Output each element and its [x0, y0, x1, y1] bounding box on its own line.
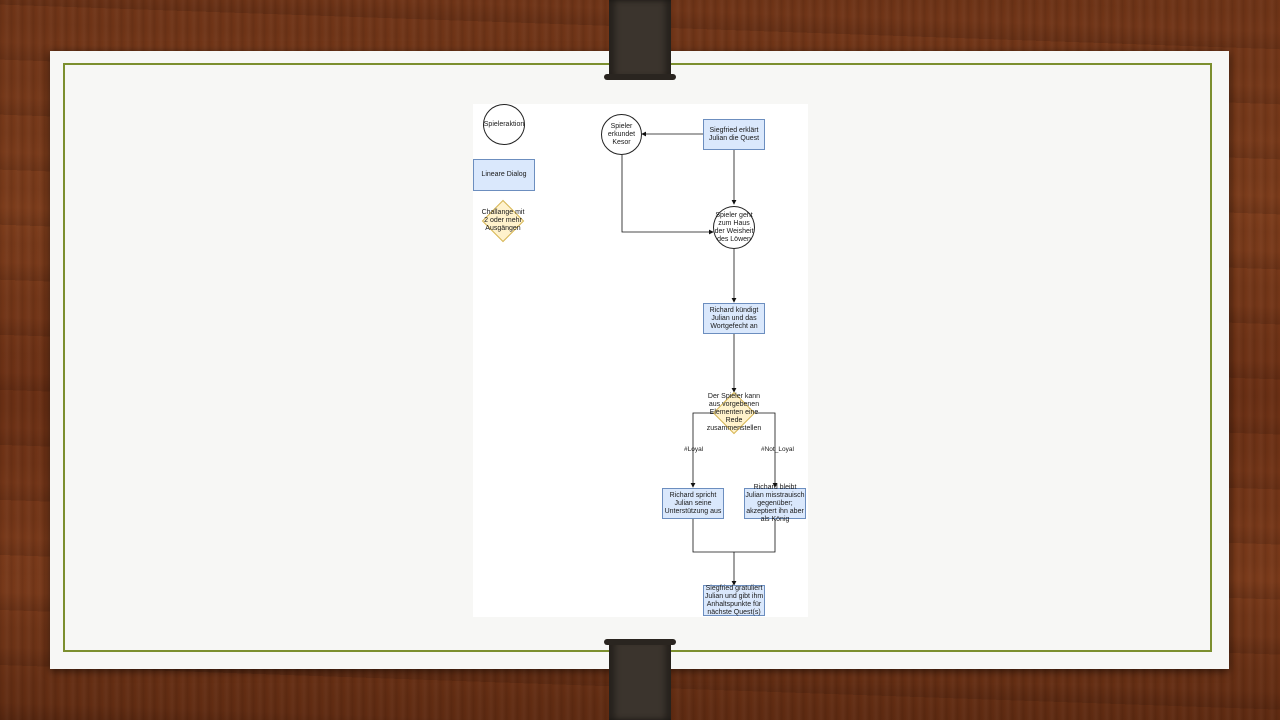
flowchart-image: Spieleraktion Lineare Dialog Challange m…: [473, 104, 808, 617]
edge-suspicious-merge: [734, 519, 776, 553]
legend-player-action-circle: Spieleraktion: [483, 104, 525, 145]
edge-explore-to-goes: [621, 155, 714, 235]
node-speech-challenge: Der Spieler kann aus vorgebenen Elemente…: [705, 391, 763, 435]
legend-linear-dialog-box: Lineare Dialog: [473, 159, 535, 191]
bottom-paper-clip: [609, 640, 671, 720]
edge-challenge-to-suspicious: [750, 412, 778, 488]
legend-challenge-diamond: Challange mit 2 oder mehr Ausgängen: [479, 199, 527, 243]
edge-label-loyal: #Loyal: [684, 446, 704, 453]
legend-linear-dialog-label: Lineare Dialog: [481, 171, 527, 178]
node-richard-announces: Richard kündigt Julian und das Wortgefec…: [703, 303, 765, 334]
bottom-clip-lip: [604, 639, 676, 645]
top-paper-clip: [609, 0, 671, 78]
node-player-goes: Spieler geht zum Haus der Weisheit des L…: [713, 206, 755, 249]
edge-supports-merge: [692, 519, 734, 553]
legend-challenge-label: Challange mit 2 oder mehr Ausgängen: [481, 209, 525, 232]
legend-player-action-label: Spieleraktion: [483, 120, 525, 128]
speech-challenge-label: Der Spieler kann aus vorgebenen Elemente…: [706, 393, 762, 432]
edge-challenge-to-supports: [690, 412, 718, 488]
node-siegfried-explains: Siegfried erklärt Julian die Quest: [703, 119, 765, 150]
flowchart-edges: [621, 131, 778, 586]
node-richard-supports: Richard spricht Julian seine Unterstützu…: [662, 488, 724, 519]
node-richard-suspicious: Richard bleibt Julian misstrauisch gegen…: [744, 483, 806, 523]
node-player-explores: Spieler erkundet Kesor: [601, 114, 642, 155]
top-clip-lip: [604, 74, 676, 80]
node-siegfried-congrats: Siegfried gratuliert Julian und gibt ihm…: [703, 584, 765, 616]
edge-label-not-loyal: #Not_Loyal: [761, 446, 794, 453]
